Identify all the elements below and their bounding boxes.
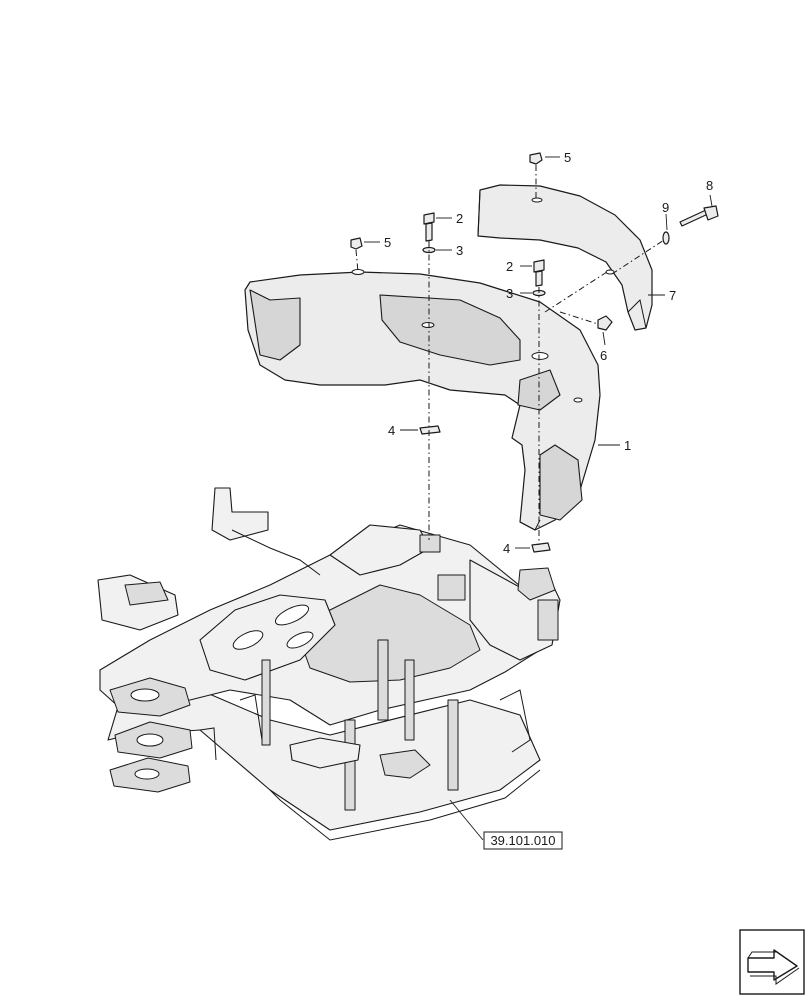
shim-4a — [419, 425, 441, 435]
shim-4b — [531, 542, 551, 553]
next-page-arrow-icon[interactable] — [739, 929, 805, 995]
reference-link[interactable]: 39.101.010 — [483, 831, 563, 850]
callout-4-upper: 4 — [388, 423, 395, 438]
callout-2-lower: 2 — [506, 259, 513, 274]
plug-cap-5a — [529, 152, 543, 165]
callout-1: 1 — [624, 438, 631, 453]
hardware — [350, 152, 719, 553]
bolt-8 — [679, 209, 709, 227]
pin-6 — [597, 315, 613, 331]
callout-8: 8 — [706, 178, 713, 193]
callout-labels: 5 2 3 5 2 3 6 4 4 1 7 8 9 — [384, 150, 713, 556]
callout-3-upper: 3 — [456, 243, 463, 258]
callout-4-lower: 4 — [503, 541, 510, 556]
callout-9: 9 — [662, 200, 669, 215]
reference-label[interactable]: 39.101.010 — [490, 833, 555, 848]
leader-lines — [364, 156, 713, 841]
callout-5-top: 5 — [564, 150, 571, 165]
assembly-centerlines — [355, 165, 665, 545]
plug-cap-5b — [350, 237, 363, 250]
additional-counterweight — [477, 184, 653, 331]
bolt-2a — [425, 222, 433, 242]
callout-6: 6 — [600, 348, 607, 363]
callout-3-lower: 3 — [506, 286, 513, 301]
callout-7: 7 — [669, 288, 676, 303]
callout-5-left: 5 — [384, 235, 391, 250]
callout-2-upper: 2 — [456, 211, 463, 226]
washer-9 — [662, 231, 670, 245]
bolt-2b — [535, 270, 543, 287]
counterweight — [244, 269, 601, 531]
upper-frame — [97, 487, 561, 841]
